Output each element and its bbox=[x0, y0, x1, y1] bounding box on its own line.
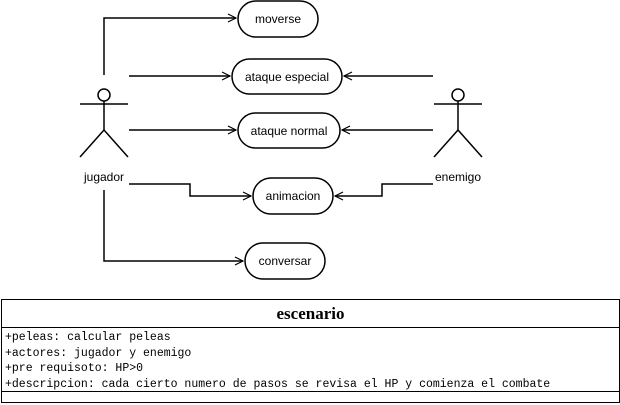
association-jugador-moverse bbox=[103, 18, 236, 75]
class-escenario[interactable]: escenario +peleas: calcular peleas +acto… bbox=[1, 299, 620, 403]
class-escenario-attributes: +peleas: calcular peleas +actores: jugad… bbox=[2, 328, 619, 392]
diagram-canvas: jugador enemigo moverse ataque especial … bbox=[79, 0, 483, 280]
class-attribute: +descripcion: cada cierto numero de paso… bbox=[5, 377, 551, 391]
use-case-animacion-label: animacion bbox=[266, 189, 321, 203]
actor-jugador[interactable] bbox=[79, 88, 129, 158]
actor-jugador-head bbox=[97, 88, 111, 102]
use-case-ataque-normal-label: ataque normal bbox=[251, 124, 328, 138]
association-enemigo-animacion bbox=[335, 183, 433, 196]
use-case-ataque-especial[interactable]: ataque especial bbox=[231, 58, 343, 95]
association-jugador-animacion bbox=[129, 183, 251, 196]
actor-enemigo-label: enemigo bbox=[435, 170, 481, 184]
use-case-moverse[interactable]: moverse bbox=[237, 0, 319, 38]
use-case-conversar-label: conversar bbox=[259, 254, 312, 268]
class-attribute: +peleas: calcular peleas bbox=[5, 331, 171, 344]
actor-enemigo-head bbox=[451, 88, 465, 102]
use-case-moverse-label: moverse bbox=[255, 12, 301, 26]
association-jugador-conversar bbox=[103, 190, 243, 261]
class-escenario-title: escenario bbox=[2, 300, 619, 328]
use-case-ataque-normal[interactable]: ataque normal bbox=[237, 112, 341, 149]
actor-jugador-label: jugador bbox=[83, 170, 124, 184]
class-attribute: +actores: jugador y enemigo bbox=[5, 346, 192, 360]
class-attribute: +pre requisoto: HP>0 bbox=[5, 362, 144, 375]
use-case-ataque-especial-label: ataque especial bbox=[245, 70, 329, 84]
actor-enemigo[interactable] bbox=[433, 88, 483, 158]
use-case-animacion[interactable]: animacion bbox=[252, 177, 334, 215]
use-case-conversar[interactable]: conversar bbox=[244, 242, 326, 280]
